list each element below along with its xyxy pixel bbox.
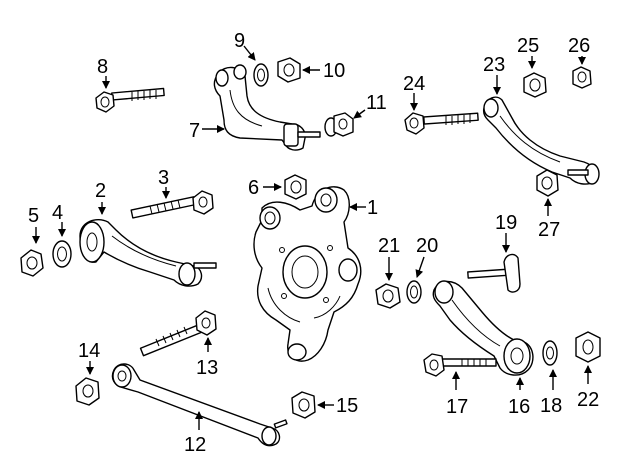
callout-14: 14	[78, 340, 100, 362]
upper-arm-part-23	[482, 96, 600, 185]
nut-part-14	[75, 377, 100, 406]
callout-7: 7	[189, 120, 200, 142]
nut-part-21	[375, 283, 401, 309]
callout-22: 22	[577, 389, 599, 411]
lower-arm-part-2	[79, 218, 217, 287]
bolt-part-8	[95, 87, 165, 113]
upper-arm-part-7	[213, 64, 321, 151]
callout-20: 20	[416, 235, 438, 257]
nut-part-25	[523, 72, 547, 98]
nut-part-6	[284, 174, 307, 200]
callout-12: 12	[184, 434, 206, 456]
callout-17: 17	[446, 396, 468, 418]
callout-19: 19	[495, 212, 517, 234]
callout-10: 10	[323, 60, 345, 82]
callout-6: 6	[248, 177, 259, 199]
callout-16: 16	[508, 396, 530, 418]
callout-11: 11	[366, 92, 387, 114]
nut-part-27	[536, 169, 559, 197]
callout-18: 18	[540, 395, 562, 417]
link-part-12	[111, 363, 288, 447]
washer-part-4	[52, 240, 72, 268]
washer-part-18	[542, 340, 558, 366]
callout-27: 27	[538, 219, 560, 241]
callout-3: 3	[158, 167, 169, 189]
arm-part-16	[432, 280, 534, 376]
callout-8: 8	[97, 56, 108, 78]
nut-part-15	[291, 391, 316, 419]
callout-13: 13	[196, 357, 218, 379]
nut-part-10	[277, 57, 301, 83]
knuckle-part-1	[253, 186, 362, 362]
callout-4: 4	[52, 202, 63, 224]
callout-25: 25	[517, 35, 539, 57]
callout-1: 1	[367, 197, 378, 219]
callout-2: 2	[95, 180, 106, 202]
callout-15: 15	[336, 395, 358, 417]
callout-9: 9	[234, 30, 245, 52]
nut-part-22	[575, 331, 601, 363]
callout-21: 21	[378, 235, 400, 257]
washer-part-20	[406, 280, 422, 304]
callout-5: 5	[28, 205, 39, 227]
bolt-part-24	[404, 112, 479, 135]
bolt-part-17	[423, 353, 497, 377]
callout-26: 26	[568, 35, 590, 57]
bolt-part-13	[139, 310, 217, 357]
bolt-part-19	[467, 253, 521, 293]
nut-part-11	[324, 112, 354, 137]
bolt-part-3	[130, 190, 214, 219]
callout-23: 23	[483, 54, 505, 76]
washer-part-9	[253, 63, 269, 87]
nut-part-5	[20, 249, 44, 277]
nut-part-26	[572, 66, 592, 89]
callout-24: 24	[403, 73, 425, 95]
